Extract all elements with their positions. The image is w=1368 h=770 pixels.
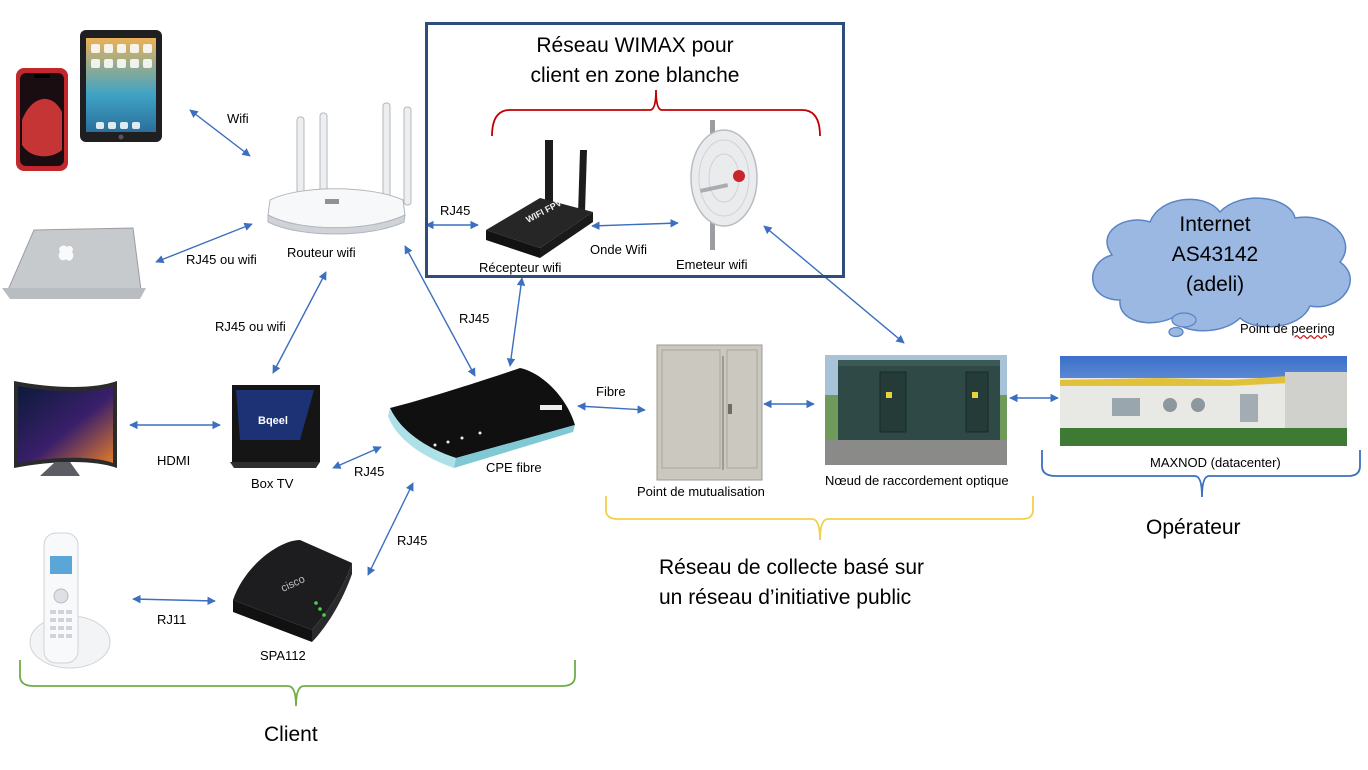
label-point-de-peering: Point de peering bbox=[1240, 321, 1335, 336]
label-rj45-router-cpe: RJ45 bbox=[459, 311, 490, 326]
arrow-box-cpe bbox=[332, 446, 382, 469]
router-image bbox=[267, 102, 412, 235]
internet-cloud bbox=[1091, 197, 1351, 338]
box-tv-image: Bqeel bbox=[230, 385, 320, 468]
dish-emitter-image bbox=[690, 120, 758, 250]
label-rj11: RJ11 bbox=[157, 612, 187, 627]
label-fibre: Fibre bbox=[596, 384, 626, 399]
group-label-collecte-line2: un réseau d’initiative public bbox=[659, 586, 912, 609]
label-hdmi: HDMI bbox=[157, 453, 191, 468]
label-point-de-mutualisation: Point de mutualisation bbox=[637, 484, 765, 499]
nro-photo bbox=[825, 355, 1007, 465]
tv-image bbox=[14, 381, 117, 476]
cordless-phone-image bbox=[29, 532, 111, 669]
label-recepteur-wifi: Récepteur wifi bbox=[479, 260, 562, 275]
label-spa112: SPA112 bbox=[260, 648, 306, 663]
cloud-line-adeli: (adeli) bbox=[1185, 273, 1245, 296]
brace-client bbox=[19, 660, 576, 707]
cabinet-image bbox=[656, 344, 763, 481]
label-box-tv: Box TV bbox=[251, 476, 294, 491]
cloud-line-as: AS43142 bbox=[1171, 243, 1259, 266]
arrow-phone-spa bbox=[132, 594, 216, 606]
cloud-line-internet: Internet bbox=[1179, 213, 1251, 236]
label-emeteur-wifi: Emeteur wifi bbox=[676, 257, 748, 272]
box-brand-text: Bqeel bbox=[258, 415, 288, 427]
label-rj45-ou-wifi-box: RJ45 ou wifi bbox=[215, 319, 286, 334]
label-maxnod: MAXNOD (datacenter) bbox=[1150, 455, 1281, 470]
arrow-router-cpe bbox=[404, 245, 476, 377]
arrow-spa-cpe bbox=[367, 482, 414, 576]
wimax-title: Réseau WIMAX pour client en zone blanche bbox=[428, 31, 842, 91]
arrow-router-box bbox=[272, 271, 327, 374]
brace-operateur bbox=[1041, 450, 1361, 498]
connections bbox=[129, 109, 1059, 606]
macbook-image bbox=[2, 227, 146, 299]
label-cpe-fibre: CPE fibre bbox=[486, 460, 542, 475]
label-point-de-peering-b: peering bbox=[1291, 321, 1335, 336]
group-label-operateur: Opérateur bbox=[1146, 516, 1241, 539]
label-rj45-box-cpe: RJ45 bbox=[354, 464, 385, 479]
maxnod-photo bbox=[1060, 356, 1347, 446]
arrow-emitter-nro bbox=[763, 225, 905, 344]
wimax-title-line1: Réseau WIMAX pour bbox=[536, 34, 734, 57]
arrow-receiver-cpe bbox=[506, 277, 526, 367]
group-label-client: Client bbox=[264, 723, 318, 746]
group-label-collecte-line1: Réseau de collecte basé sur bbox=[659, 556, 924, 579]
group-label-collecte: Réseau de collecte basé sur un réseau d’… bbox=[659, 553, 924, 613]
spa112-image: cisco bbox=[233, 540, 352, 642]
label-noeud-raccordement: Nœud de raccordement optique bbox=[825, 473, 1009, 488]
label-point-de-peering-a: Point de bbox=[1240, 321, 1292, 336]
wimax-title-line2: client en zone blanche bbox=[530, 64, 740, 87]
cpe-fibre-image bbox=[388, 368, 575, 468]
internet-cloud-text: Internet AS43142 (adeli) bbox=[1140, 210, 1290, 300]
arrow-receiver-emitter bbox=[591, 219, 679, 230]
ipad-image bbox=[80, 30, 162, 142]
arrow-cpe-pm bbox=[577, 402, 646, 414]
label-onde-wifi: Onde Wifi bbox=[590, 242, 648, 257]
arrow-phones-router bbox=[189, 109, 251, 157]
label-wifi: Wifi bbox=[227, 111, 249, 126]
label-rj45-spa-cpe: RJ45 bbox=[397, 533, 428, 548]
label-rj45-router-receiver: RJ45 bbox=[440, 203, 471, 218]
brace-collecte bbox=[605, 496, 1034, 541]
arrow-laptop-router bbox=[155, 222, 253, 264]
brace-wimax bbox=[491, 89, 821, 137]
label-rj45-ou-wifi-laptop: RJ45 ou wifi bbox=[186, 252, 257, 267]
label-routeur-wifi: Routeur wifi bbox=[287, 245, 356, 260]
wifi-receiver-image: WIFI FPV bbox=[486, 140, 593, 258]
wimax-group-box: Réseau WIMAX pour client en zone blanche bbox=[425, 22, 845, 278]
iphone-image bbox=[16, 68, 68, 171]
